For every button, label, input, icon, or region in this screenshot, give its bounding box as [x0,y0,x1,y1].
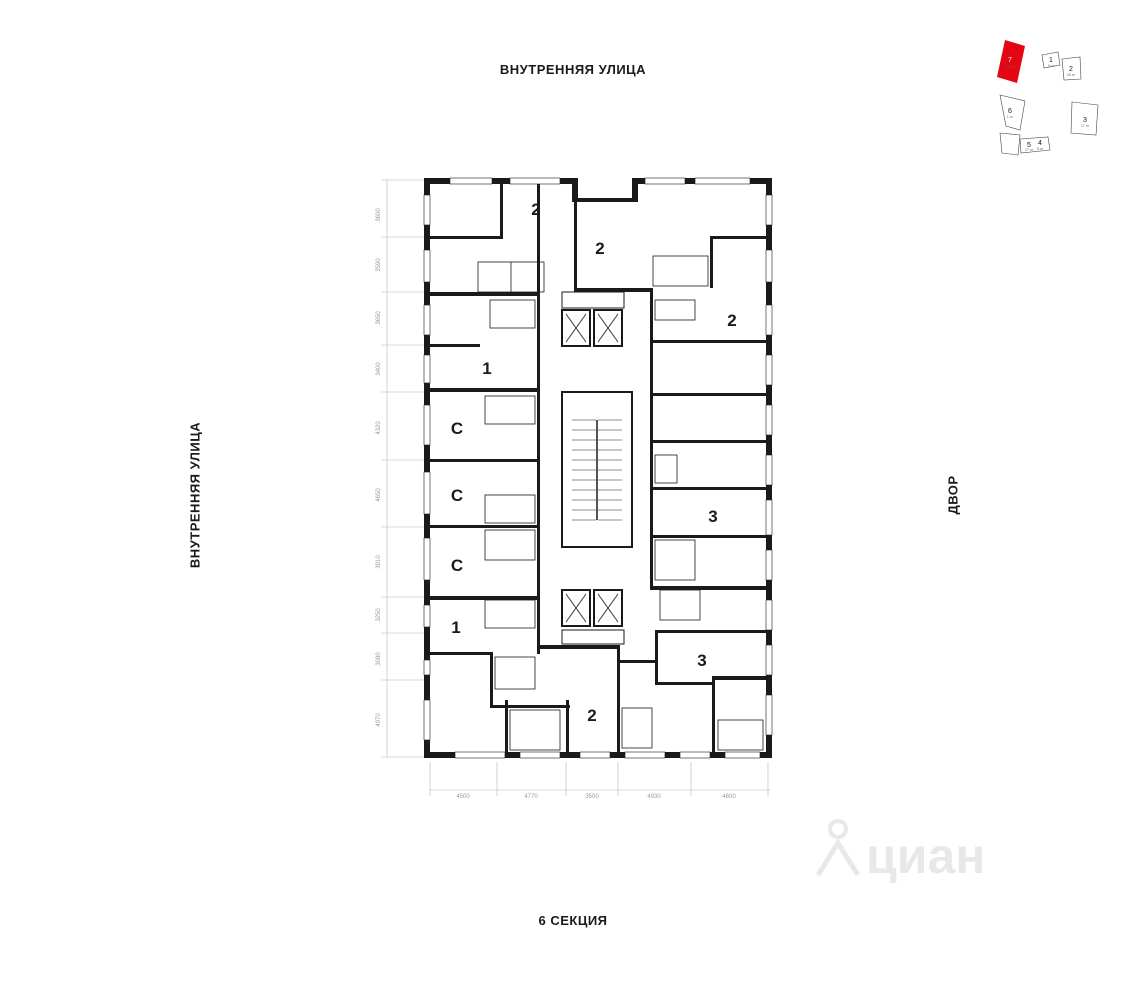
dim-label-v: 4970 [376,713,382,727]
dim-label-v: 4320 [376,421,382,435]
apartment-type-label: С [451,419,463,438]
keymap-section-floors: 1 эт [1007,115,1014,119]
apartment-type-label: 3 [697,651,706,670]
dim-label-v: 3590 [376,258,382,272]
elevator-shaft [561,589,591,627]
elevator-shaft [561,309,591,347]
keymap-section-num: 2 [1069,66,1073,73]
keymap-section-floors: 27 эт [1006,65,1015,69]
elevator-shaft [593,589,623,627]
watermark-pin-icon [828,819,848,839]
section-4-building [1019,136,1051,154]
keymap-section-num: 4 [1038,140,1042,147]
dimension-lines [381,179,770,796]
exterior-walls [424,178,772,758]
section-6-building [999,94,1026,131]
apartment-type-label: 3 [708,507,717,526]
apartment-type-label: С [451,556,463,575]
elevator-shaft [593,309,623,347]
dim-label-v: 3250 [376,608,382,622]
dim-label-v: 3600 [376,208,382,222]
building-core [561,291,633,645]
apartment-type-label: 1 [482,359,491,378]
keymap-section-floors: 27 эт [1025,148,1034,152]
apartment-type-label: 2 [727,311,736,330]
windows [423,177,773,759]
dim-label-v: 3650 [376,311,382,325]
apartment-type-label: С [451,486,463,505]
apartment-type-label: 2 [587,706,596,725]
apartment-type-label: 2 [595,239,604,258]
keymap-section-floors: 8 эт [1037,147,1044,151]
keymap-section-num: 6 [1008,108,1012,115]
section-1-building [1041,51,1061,69]
dim-label-v: 4650 [376,488,382,502]
section-title: 6 СЕКЦИЯ [538,913,608,928]
keymap-section-num: 5 [1027,142,1031,149]
keymap-section-num: 7 [1008,57,1012,64]
keymap-section-floors: 25 эт [1067,73,1076,77]
top-street-label: ВНУТРЕННЯЯ УЛИЦА [499,62,647,77]
keymap-section-floors: 9 эт [1048,64,1055,68]
dim-label-v: 3400 [376,362,382,376]
dim-label-v: 3080 [376,652,382,666]
dim-label-h: 4770 [524,794,538,800]
fixtures [477,255,764,751]
interior-walls [430,184,770,755]
site-keymap: 7 27 эт 1 9 эт 2 25 эт 3 27 эт 6 1 эт 5 … [997,40,1099,156]
dim-label-h: 4930 [647,794,661,800]
keymap-section-num: 3 [1083,117,1087,124]
stairwell [561,391,633,548]
dim-label-h: 3500 [585,794,599,800]
cian-watermark: циан [815,819,985,884]
keymap-section-floors: 27 эт [1081,124,1090,128]
section-7-building-highlighted [997,40,1025,83]
apartment-type-label: 2 [531,200,540,219]
dim-label-v: 3910 [376,555,382,569]
section-5-building [999,132,1021,156]
section-2-building [1061,56,1082,81]
watermark-text: циан [866,828,985,884]
apartment-type-label: 1 [451,618,460,637]
dim-label-h: 4600 [722,794,736,800]
keymap-section-num: 1 [1049,57,1053,64]
section-3-building [1070,101,1099,136]
dim-label-h: 4500 [456,794,470,800]
